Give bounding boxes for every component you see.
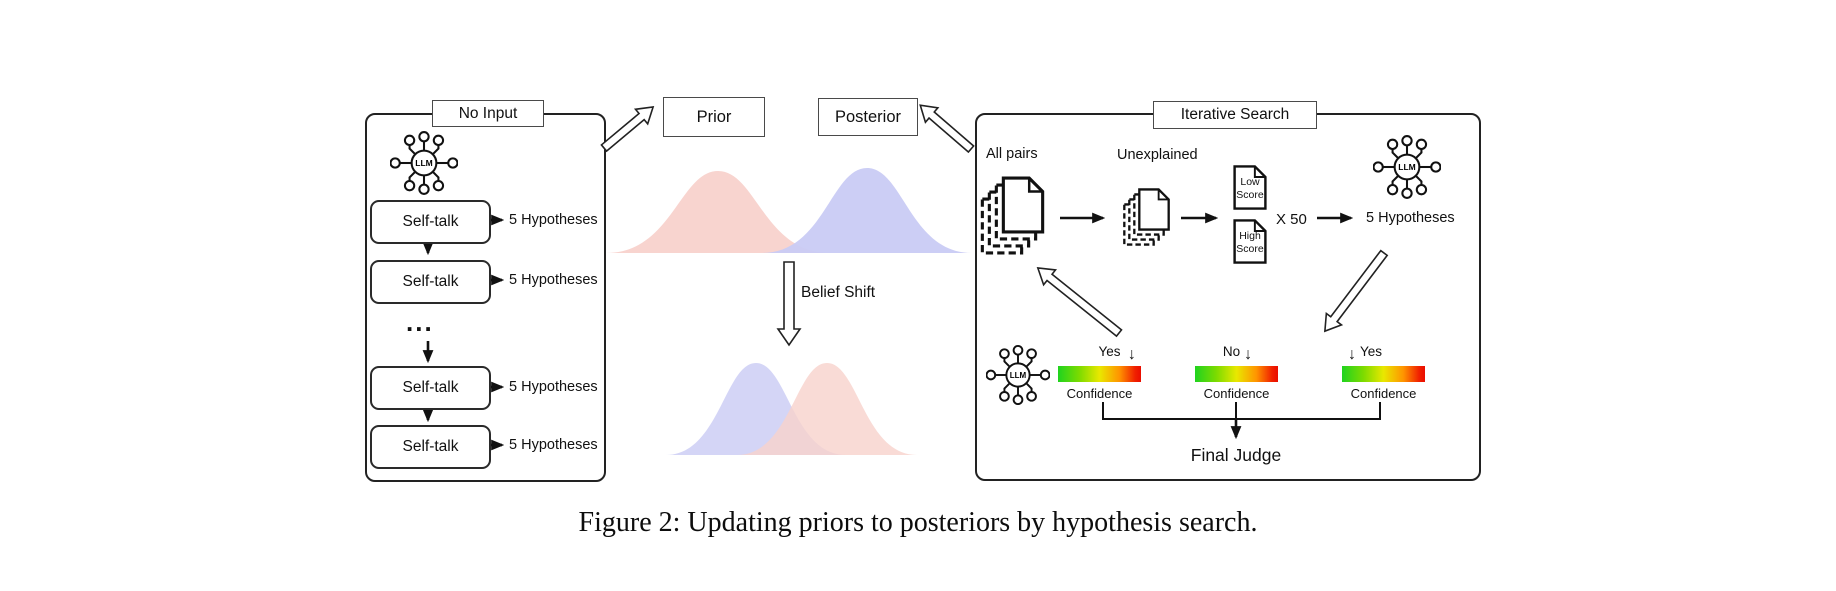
prior-distribution	[606, 171, 830, 253]
llm-icon-label: LLM	[1398, 162, 1415, 172]
confidence-marker-icon: ↓	[1347, 346, 1356, 363]
no-input-title: No Input	[432, 100, 544, 127]
llm-icon-label: LLM	[1010, 371, 1027, 380]
iterative-search-title-label: Iterative Search	[1180, 106, 1290, 123]
posterior-box: Posterior	[818, 98, 918, 136]
all-pairs-stack	[980, 176, 1045, 255]
confidence-bar: Yes ↓ Confidence	[1058, 345, 1141, 401]
confidence-bar: Yes ↓ Confidence	[1342, 345, 1425, 401]
iterative-search-title: Iterative Search	[1153, 101, 1317, 129]
figure-caption: Figure 2: Updating priors to posteriors …	[578, 507, 1258, 538]
self-talk-box: Self-talk	[370, 260, 491, 304]
confidence-marker-icon: ↓	[1127, 346, 1136, 363]
llm-icon-label: LLM	[415, 158, 432, 168]
posterior-distribution	[762, 168, 972, 253]
self-talk-box: Self-talk	[370, 200, 491, 244]
decision-label: No	[1222, 344, 1241, 359]
high-score-label: High Score	[1236, 230, 1264, 256]
no-input-title-label: No Input	[458, 104, 518, 122]
hypotheses-output-label: 5 Hypotheses	[509, 437, 598, 453]
hypotheses-to-judges-arrow	[1323, 249, 1389, 333]
shifted-prior-distribution	[737, 363, 917, 455]
final-judge-label: Final Judge	[1190, 445, 1282, 465]
recycle-to-all-pairs-arrow	[1036, 267, 1123, 338]
multiplier-label: X 50	[1276, 211, 1307, 228]
all-pairs-label: All pairs	[986, 146, 1038, 162]
panel-to-posterior-arrow	[919, 104, 975, 154]
hypotheses-output-label: 5 Hypotheses	[509, 212, 598, 228]
unexplained-label: Unexplained	[1117, 147, 1198, 163]
hypotheses-output-label: 5 Hypotheses	[1366, 210, 1455, 226]
self-talk-label: Self-talk	[402, 438, 459, 455]
prior-box: Prior	[663, 97, 765, 137]
self-talk-box: Self-talk	[370, 425, 491, 469]
prior-label: Prior	[696, 107, 732, 126]
confidence-marker-icon: ↓	[1244, 346, 1253, 363]
confidence-label: Confidence	[1350, 386, 1417, 401]
low-score-label: Low Score	[1236, 176, 1264, 202]
self-talk-box: Self-talk	[370, 366, 491, 410]
decision-label: Yes	[1098, 344, 1121, 359]
posterior-label: Posterior	[834, 107, 902, 126]
judge-bracket	[1102, 402, 1381, 420]
panel-to-prior-arrow	[600, 105, 655, 153]
confidence-label: Confidence	[1203, 386, 1270, 401]
hypotheses-output-label: 5 Hypotheses	[509, 379, 598, 395]
confidence-label: Confidence	[1066, 386, 1133, 401]
self-talk-label: Self-talk	[402, 379, 459, 396]
self-talk-label: Self-talk	[402, 213, 459, 230]
belief-shift-label: Belief Shift	[801, 284, 876, 301]
hypotheses-output-label: 5 Hypotheses	[509, 272, 598, 288]
unexplained-stack	[1123, 188, 1170, 246]
decision-label: Yes	[1360, 344, 1383, 359]
confidence-bar: No ↓ Confidence	[1195, 345, 1278, 401]
self-talk-label: Self-talk	[402, 273, 459, 290]
belief-shift-arrow	[776, 261, 802, 347]
